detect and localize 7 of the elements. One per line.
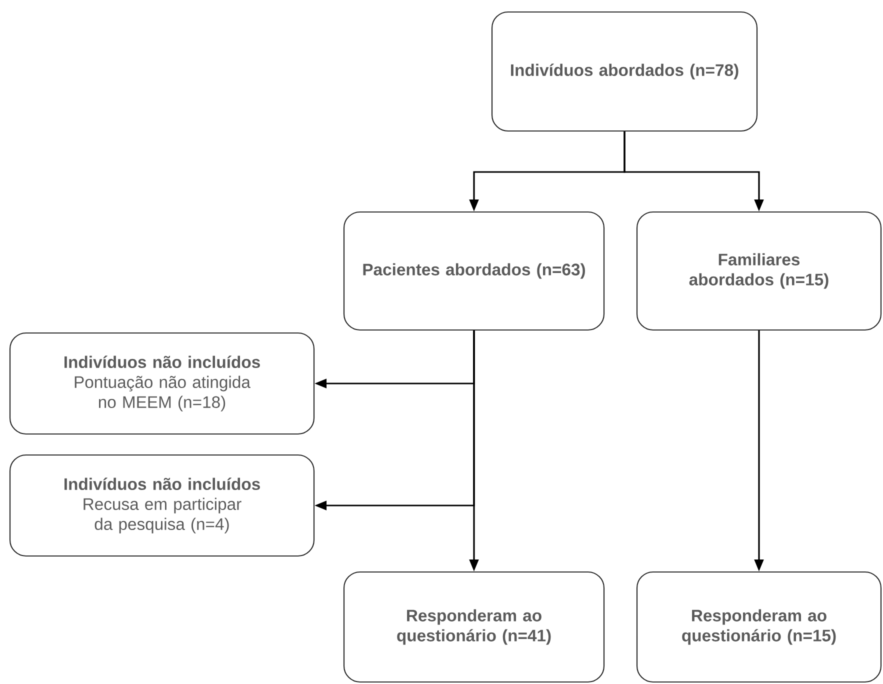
result-box: Responderam ao questionário (n=41) [343,571,605,683]
exclusion-box: Indivíduos não incluídos Pontuação não atingida no MEEM (n=18) [9,332,315,435]
process-box: Indivíduos abordados (n=78) [491,11,758,132]
result-box: Responderam ao questionário (n=15) [636,571,882,683]
process-box: Pacientes abordados (n=63) [343,211,605,331]
process-box: Familiares abordados (n=15) [636,211,882,331]
exclusion-box: Indivíduos não incluídos Recusa em participar da pesquisa (n=4) [9,454,315,557]
